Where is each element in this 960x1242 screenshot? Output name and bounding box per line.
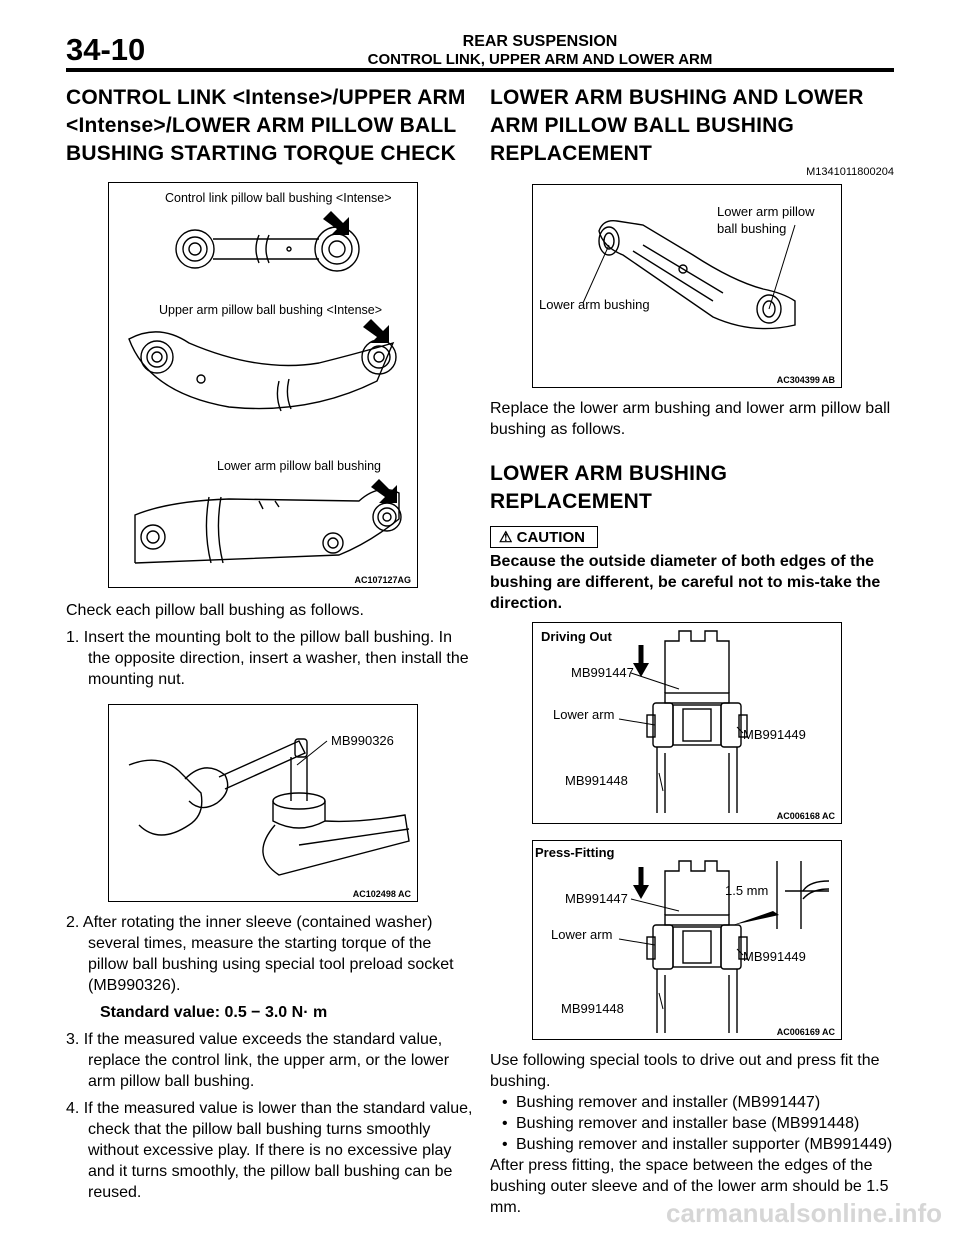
- figure-lower-arm: Lower arm pillow ball bushing Lower arm …: [532, 184, 842, 388]
- figure-driving-out: Driving Out MB991447 Lower arm MB991449 …: [532, 622, 842, 824]
- tool-item: Bushing remover and installer (MB991447): [502, 1092, 894, 1113]
- step-4: 4. If the measured value is lower than t…: [66, 1100, 473, 1201]
- bushing-replacement-heading: LOWER ARM BUSHING REPLACEMENT: [490, 462, 728, 513]
- step-3: 3. If the measured value exceeds the sta…: [66, 1031, 450, 1090]
- lower-arm-illustration: [582, 220, 796, 330]
- page-number: 34-10: [66, 32, 146, 67]
- step-1: 1. Insert the mounting bolt to the pillo…: [66, 629, 469, 688]
- figure-pillow-ball-bushings: Control link pillow ball bushing <Intens…: [108, 182, 418, 588]
- page-header: REAR SUSPENSION CONTROL LINK, UPPER ARM …: [330, 33, 750, 69]
- label-lower-arm: Lower arm: [551, 927, 613, 942]
- figure-preload-socket: MB990326 AC102498 AC: [108, 704, 418, 902]
- step-2: 2. After rotating the inner sleeve (cont…: [66, 914, 454, 994]
- preload-socket-illustration: [128, 738, 410, 876]
- label-lower-arm-bushing: Lower arm pillow ball bushing: [217, 459, 381, 473]
- watermark: carmanualsonline.info: [666, 1198, 942, 1228]
- label-driving-out: Driving Out: [541, 629, 612, 644]
- label-control-link-bushing: Control link pillow ball bushing <Intens…: [165, 191, 392, 205]
- press-fitting-illustration: [618, 860, 830, 1033]
- intro-text: Check each pillow ball bushing as follow…: [66, 602, 364, 619]
- standard-value: Standard value: 0.5 − 3.0 N· m: [100, 1004, 328, 1021]
- label-gap-1-5mm: 1.5 mm: [725, 883, 769, 898]
- closing-text: After press fitting, the space between t…: [490, 1157, 889, 1216]
- label-lower-arm-bushing: Lower arm bushing: [539, 297, 650, 312]
- steps-list-a: 1. Insert the mounting bolt to the pillo…: [66, 627, 474, 690]
- tool-item: Bushing remover and installer supporter …: [502, 1134, 894, 1155]
- tools-intro: Use following special tools to drive out…: [490, 1052, 880, 1090]
- label-press-fitting: Press-Fitting: [535, 845, 615, 860]
- left-column: CONTROL LINK <Intense>/UPPER ARM <Intens…: [66, 84, 474, 1203]
- doc-id: M1341011800204: [806, 166, 894, 178]
- label-mb991448: MB991448: [565, 773, 628, 788]
- torque-check-heading: CONTROL LINK <Intense>/UPPER ARM <Intens…: [66, 86, 466, 165]
- replacement-heading: LOWER ARM BUSHING AND LOWER ARM PILLOW B…: [490, 86, 864, 165]
- figure-code: AC304399 AB: [776, 375, 835, 385]
- label-mb991447: MB991447: [565, 891, 628, 906]
- figure-press-fitting: Press-Fitting MB991447 1.5 mm Lower arm …: [532, 840, 842, 1040]
- label-mb991448: MB991448: [561, 1001, 624, 1016]
- figure-code: AC006169 AC: [776, 1027, 835, 1037]
- label-mb991449: MB991449: [743, 727, 806, 742]
- label-mb990326: MB990326: [331, 733, 394, 748]
- header-rule: [66, 68, 894, 72]
- label-upper-arm-bushing: Upper arm pillow ball bushing <Intense>: [159, 303, 383, 317]
- subsection-title: CONTROL LINK, UPPER ARM AND LOWER ARM: [367, 51, 713, 68]
- replace-text: Replace the lower arm bushing and lower …: [490, 400, 891, 438]
- label-lower-arm-pillow-bushing: Lower arm pillow ball bushing: [717, 204, 815, 236]
- label-lower-arm: Lower arm: [553, 707, 615, 722]
- figure-code: AC102498 AC: [352, 889, 411, 899]
- caution-label: CAUTION: [516, 529, 585, 546]
- steps-list-c: 3. If the measured value exceeds the sta…: [66, 1029, 474, 1203]
- tool-item: Bushing remover and installer base (MB99…: [502, 1113, 894, 1134]
- section-title: REAR SUSPENSION: [462, 33, 618, 50]
- caution-text: Because the outside diameter of both edg…: [490, 553, 881, 612]
- label-mb991449: MB991449: [743, 949, 806, 964]
- driving-out-illustration: [618, 630, 748, 813]
- label-mb991447: MB991447: [571, 665, 634, 680]
- figure-code: AC006168 AC: [776, 811, 835, 821]
- bushings-illustration: [128, 211, 402, 564]
- caution-box: ⚠ CAUTION: [490, 526, 598, 548]
- tools-list: Bushing remover and installer (MB991447)…: [502, 1092, 894, 1155]
- figure-code: AC107127AG: [354, 575, 411, 585]
- right-column: LOWER ARM BUSHING AND LOWER ARM PILLOW B…: [490, 84, 894, 1218]
- warning-icon: ⚠: [499, 529, 513, 546]
- steps-list-b: 2. After rotating the inner sleeve (cont…: [66, 912, 474, 996]
